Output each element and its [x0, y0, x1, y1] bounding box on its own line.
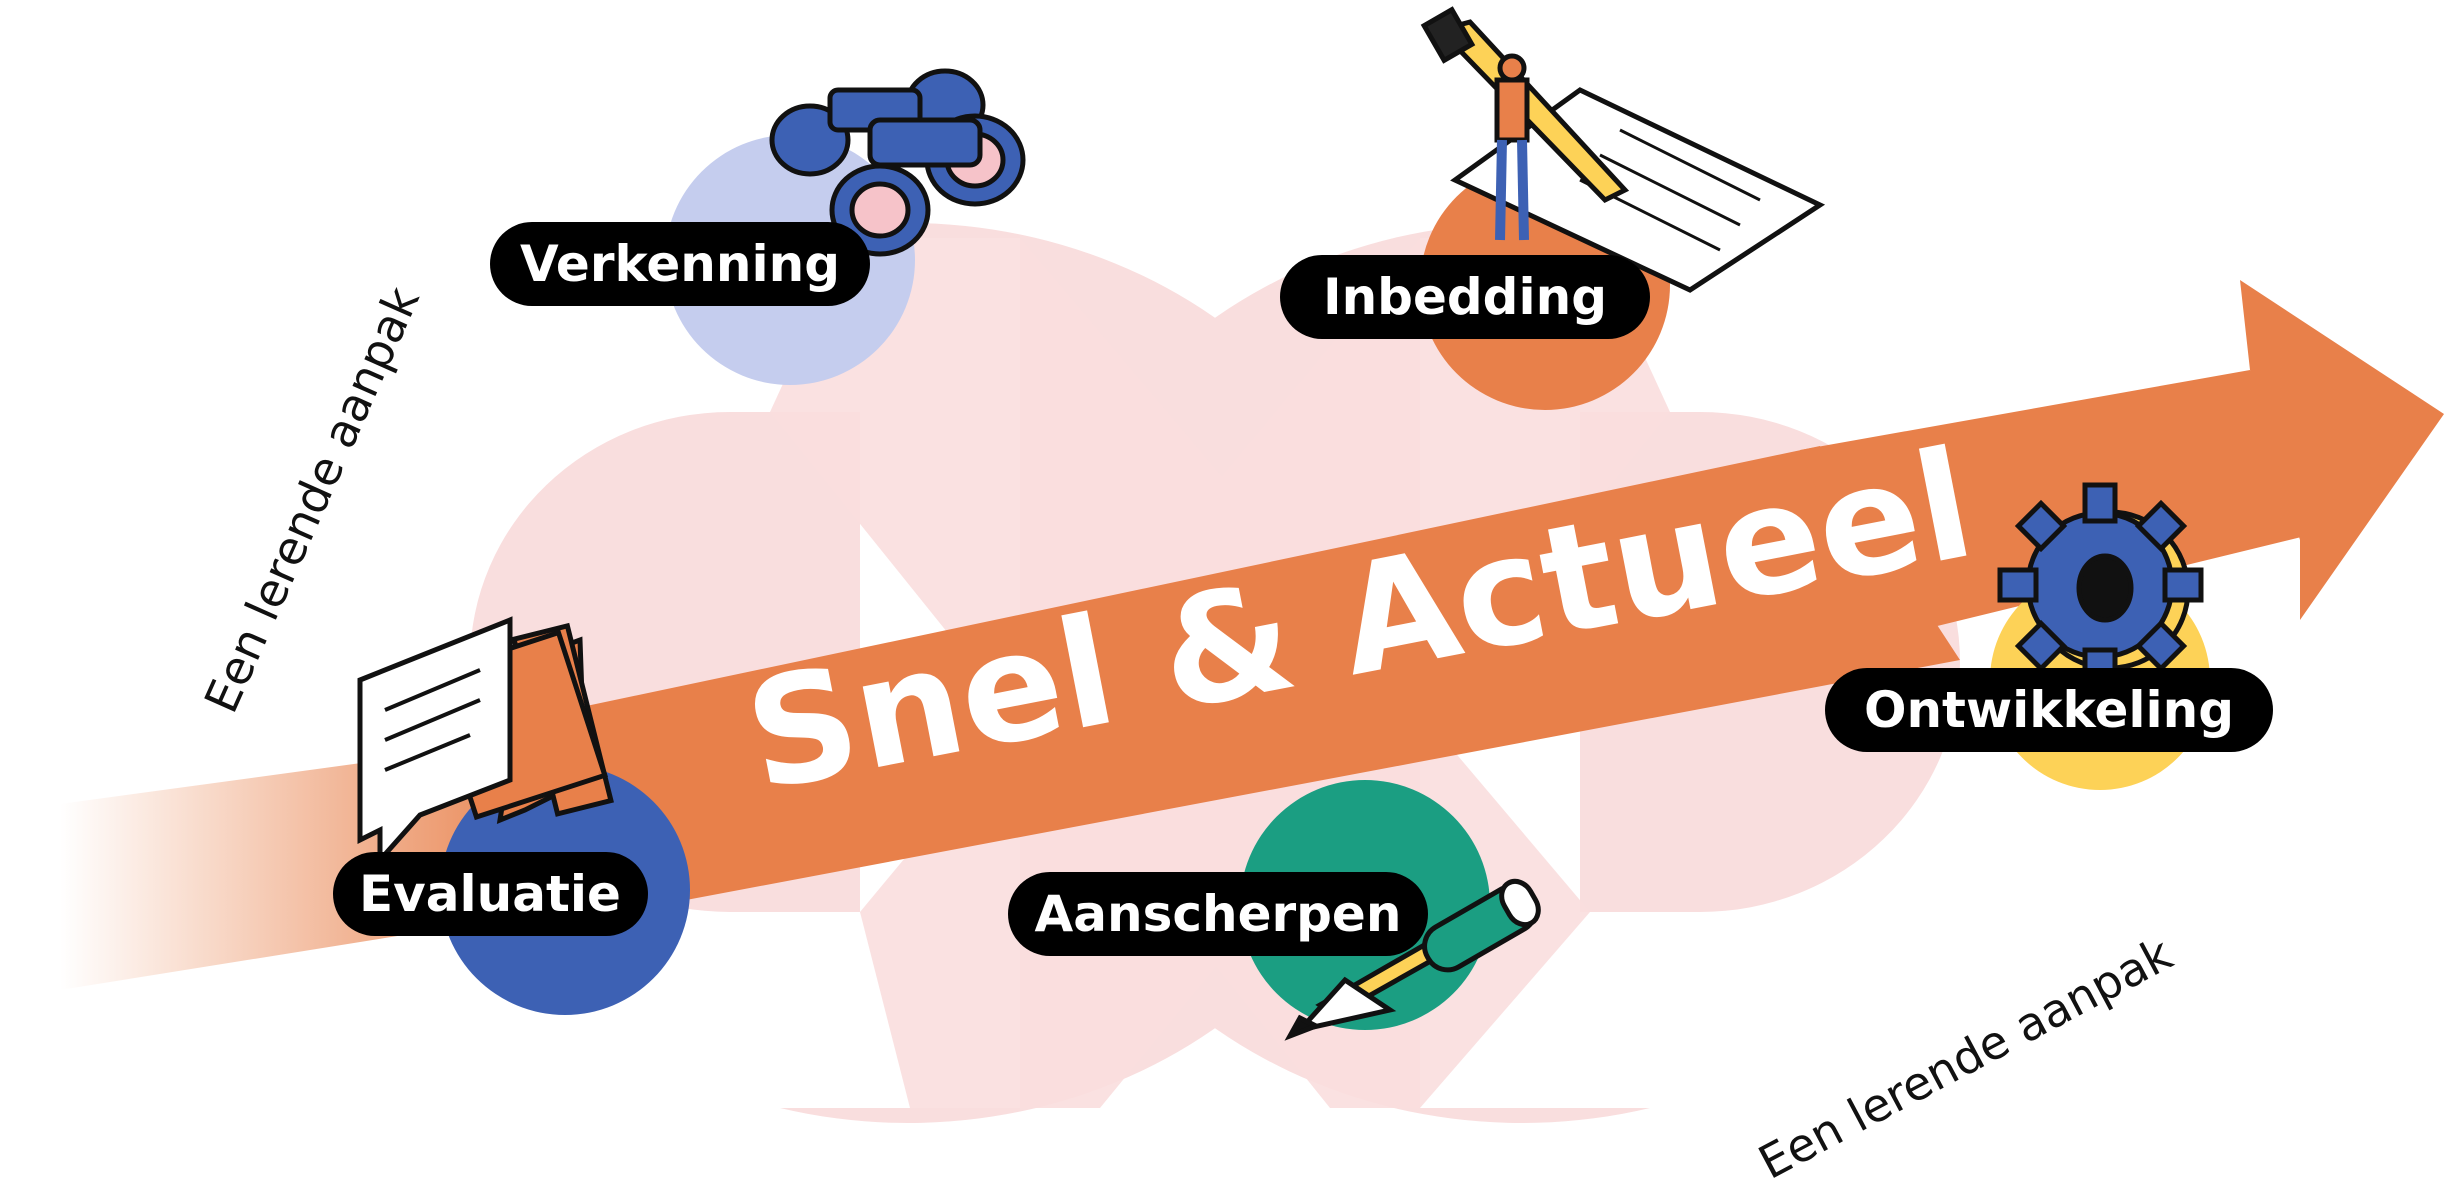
binoculars-icon [769, 68, 1026, 257]
arrow-head [2240, 280, 2444, 620]
stage-label-verkenning: Verkenning [490, 222, 870, 306]
loop-edge-line-1 [328, 576, 422, 642]
ontwikkeling-label: Ontwikkeling [1864, 681, 2234, 739]
stage-label-ontwikkeling: Ontwikkeling [1825, 668, 2273, 752]
inbedding-label: Inbedding [1323, 268, 1607, 326]
loop-edge-line-3 [1719, 978, 1784, 1062]
gear-icon [1997, 482, 2204, 689]
aanscherpen-label: Aanscherpen [1035, 885, 1402, 943]
pen-icon [1284, 878, 1541, 1041]
stage-label-inbedding: Inbedding [1280, 255, 1650, 339]
verkenning-label: Verkenning [520, 235, 840, 293]
speech-bubbles-icon [357, 616, 614, 867]
stage-label-evaluatie: Evaluatie [333, 852, 648, 936]
side-text-left: Een lerende aanpak [194, 279, 430, 721]
stage-label-aanscherpen: Aanscherpen [1008, 872, 1428, 956]
pencil-person-icon [1420, 6, 1826, 293]
arrow-head-shaft [1800, 370, 2330, 640]
evaluatie-label: Evaluatie [359, 865, 621, 923]
arrow-body [520, 446, 1960, 920]
side-text-right: Een lerende aanpak [1750, 926, 2181, 1183]
